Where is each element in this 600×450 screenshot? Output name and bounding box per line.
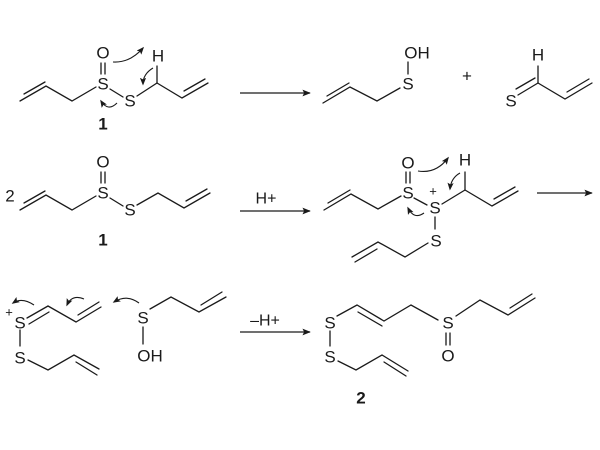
positive-charge: + — [429, 184, 437, 199]
curly-arrow-icon — [417, 156, 449, 173]
hydrogen-atom: H — [459, 151, 471, 170]
compound-label: 1 — [98, 231, 107, 250]
curly-arrow-icon — [66, 296, 85, 307]
thiosulfinium-cation-row3: S + S — [5, 296, 102, 376]
ajoene-product-row3: S S S O 2 — [324, 293, 536, 408]
sulfur-atom: S — [97, 184, 108, 203]
sulfur-atom: S — [97, 75, 108, 94]
reaction-arrow-row2-acid: H+ — [240, 191, 311, 215]
sulfonium-atom: S — [429, 199, 440, 218]
oxygen-atom: O — [96, 153, 109, 172]
hydroxyl-group: OH — [404, 44, 430, 63]
sulfur-atom: S — [442, 314, 453, 333]
oxygen-atom: O — [441, 347, 454, 366]
sulfonium-intermediate-row2: O S S + S H — [323, 151, 519, 263]
sulfur-atom: S — [402, 184, 413, 203]
hydrogen-atom: H — [152, 47, 164, 66]
oxygen-atom: O — [96, 44, 109, 63]
stoichiometric-coefficient: 2 — [5, 187, 14, 206]
sulfur-atom: S — [324, 348, 335, 367]
hydroxyl-group: OH — [137, 347, 163, 366]
sulfenic-acid-row3: S OH — [112, 291, 227, 366]
sulfur-atom: S — [124, 201, 135, 220]
curly-arrow-icon — [447, 172, 461, 191]
thioacrolein-product-row1: S H — [505, 46, 593, 111]
compound-label: 2 — [356, 389, 365, 408]
sulfenic-acid-product-row1: S OH — [322, 44, 430, 104]
plus-sign: + — [462, 67, 472, 86]
hydrogen-atom: H — [532, 46, 544, 65]
compound-label: 1 — [98, 115, 107, 134]
oxygen-atom: O — [401, 154, 414, 173]
curly-arrow-icon — [11, 297, 35, 306]
curly-arrow-icon — [112, 296, 140, 304]
sulfur-atom: S — [324, 314, 335, 333]
curly-arrow-icon — [112, 46, 145, 63]
sulfur-atom: S — [14, 349, 25, 368]
positive-charge: + — [5, 305, 13, 320]
sulfur-atom: S — [124, 92, 135, 111]
reaction-arrow-row3-deprotonation: –H+ — [240, 313, 311, 336]
arrow-condition-label: –H+ — [250, 313, 280, 330]
sulfur-atom: S — [402, 75, 413, 94]
sulfur-atom: S — [137, 309, 148, 328]
allicin-reactant-row2: O S S 1 — [19, 153, 211, 250]
curly-arrow-icon — [139, 67, 154, 86]
sulfur-atom: S — [14, 314, 25, 333]
arrow-condition-label: H+ — [256, 191, 277, 208]
sulfur-atom: S — [430, 232, 441, 251]
curly-arrow-icon — [100, 99, 118, 108]
curly-arrow-icon — [407, 206, 425, 217]
sulfur-atom: S — [505, 92, 516, 111]
allicin-reactant-row1: O S S H 1 — [19, 44, 209, 134]
